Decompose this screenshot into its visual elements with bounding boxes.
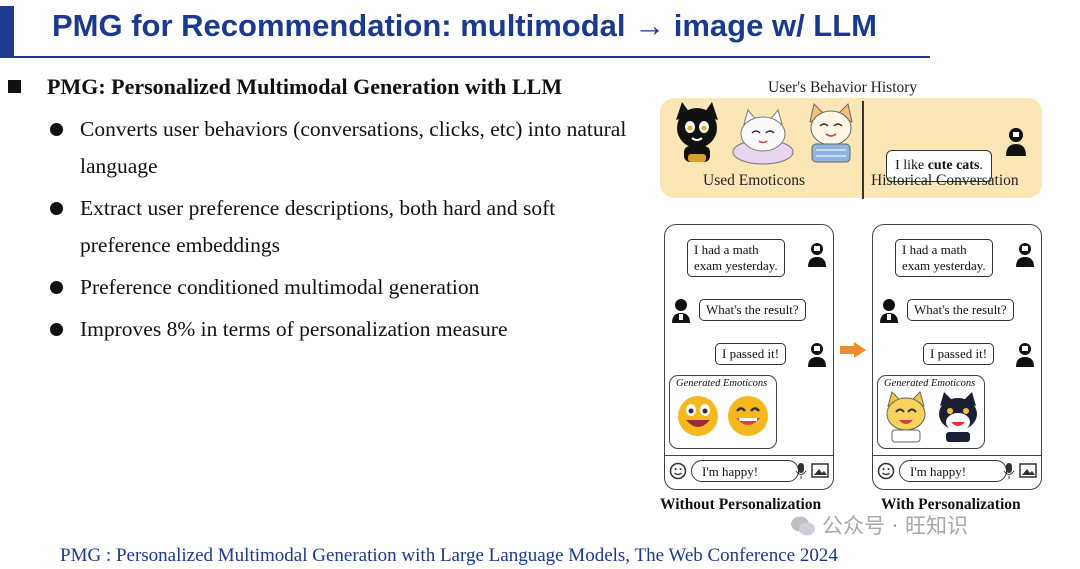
chat-message: I passed it! [923,343,995,365]
msg-line: exam yesterday. [902,258,986,273]
yellow-cat-emoticon-icon [886,391,926,443]
user-avatar-icon [808,343,826,367]
chat-input[interactable]: I'm happy! [691,460,799,482]
friend-avatar-icon [880,299,898,323]
user-avatar-icon [1016,243,1034,267]
round-bullet-icon [50,123,63,136]
msg-line: I had a math [694,242,759,257]
sub-bullet: Improves 8% in terms of personalization … [48,311,628,348]
sub-bullet-text: Preference conditioned multimodal genera… [80,275,480,299]
main-bullet: PMG: Personalized Multimodal Generation … [8,74,562,100]
generated-emoticons-label: Generated Emoticons [884,378,976,389]
input-divider [873,455,1041,456]
caption-without-personalization: Without Personalization [660,496,822,513]
generated-emoticons-label: Generated Emoticons [676,378,768,389]
sub-bullet-text: Improves 8% in terms of personalization … [80,317,508,341]
like-bold: cute cats [927,158,980,173]
emoji-smile-icon[interactable] [669,462,687,480]
history-title: User's Behavior History [768,79,918,96]
sub-bullet-text: Converts user behaviors (conversations, … [80,117,627,178]
generated-emoticons-box: Generated Emoticons [669,375,777,449]
laughing-emoji-icon [678,396,718,436]
historical-conversation-label: Historical Conversation [871,172,1019,189]
used-emoticons-label: Used Emoticons [703,172,806,189]
grinning-emoji-icon [728,396,768,436]
like-prefix: I like [895,158,928,173]
msg-line: I had a math [902,242,967,257]
title-accent-bar [0,6,14,56]
main-bullet-text: PMG: Personalized Multimodal Generation … [47,74,563,99]
generated-emoticons-box: Generated Emoticons [877,375,985,449]
like-suffix: . [979,158,983,173]
microphone-icon[interactable] [1003,462,1015,480]
title-bar: PMG for Recommendation: multimodal → ima… [0,0,1080,60]
arrow-right-icon [840,342,866,358]
microphone-icon[interactable] [795,462,807,480]
sub-bullet: Extract user preference descriptions, bo… [48,190,628,264]
emoji-smile-icon[interactable] [877,462,895,480]
behavior-history-box: I like cute cats. [660,98,1042,198]
sub-bullet-list: Converts user behaviors (conversations, … [48,111,628,353]
user-avatar-icon [1016,343,1034,367]
msg-line: exam yesterday. [694,258,778,273]
caption-with-personalization: With Personalization [881,496,1021,513]
sub-bullet: Converts user behaviors (conversations, … [48,111,628,185]
watermark-text: 公众号 · 旺知识 [822,514,969,538]
history-divider [862,101,864,199]
pmg-figure: User's Behavior History [656,76,1056,526]
image-icon[interactable] [811,463,829,478]
chat-message: I passed it! [715,343,787,365]
user-avatar-icon [1006,128,1026,156]
wechat-icon [791,516,815,536]
black-cat-icon [676,102,718,162]
black-cat-emoticon-icon [939,392,977,442]
watermark: 公众号 · 旺知识 [790,510,968,540]
orange-cat-icon [809,103,853,163]
title-underline [0,56,930,58]
round-bullet-icon [50,281,63,294]
chat-input[interactable]: I'm happy! [899,460,1007,482]
input-divider [665,455,833,456]
chat-message: What's the result? [907,299,1014,321]
user-avatar-icon [808,243,826,267]
sub-bullet-text: Extract user preference descriptions, bo… [80,196,556,257]
friend-avatar-icon [672,299,690,323]
like-cats-bubble: I like cute cats. [886,150,992,182]
image-icon[interactable] [1019,463,1037,478]
sub-bullet: Preference conditioned multimodal genera… [48,269,628,306]
slide-title: PMG for Recommendation: multimodal → ima… [52,8,877,43]
square-bullet-icon [8,80,21,93]
white-cat-icon [732,108,794,165]
chat-message: What's the result? [699,299,806,321]
round-bullet-icon [50,202,63,215]
round-bullet-icon [50,323,63,336]
citation: PMG : Personalized Multimodal Generation… [60,545,838,566]
